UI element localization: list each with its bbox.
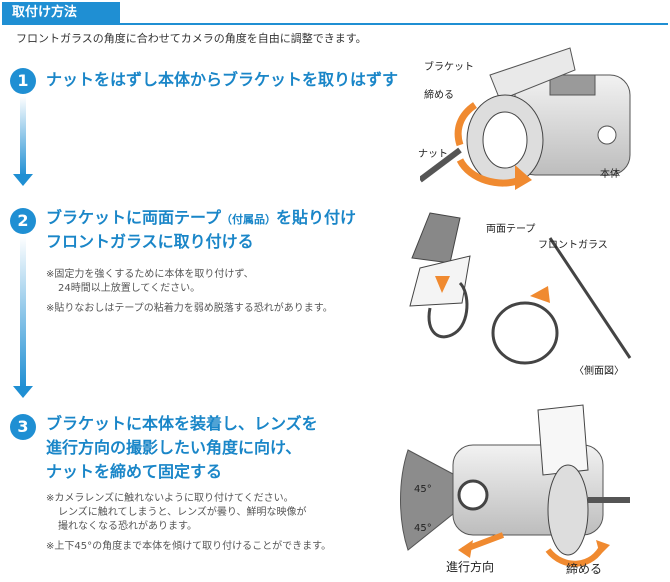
direction-arrowhead <box>458 540 473 558</box>
step-2-title-b: を貼り付け <box>276 208 357 227</box>
intro-text: フロントガラスの角度に合わせてカメラの角度を自由に調整できます。 <box>16 32 367 45</box>
label-tighten-3: 締める <box>566 562 603 576</box>
step-1-title: ナットをはずし本体からブラケットを取りはずす <box>46 70 399 89</box>
bracket-plate-3 <box>537 404 589 476</box>
step-arrow-2 <box>20 236 26 388</box>
camera-lens <box>457 479 489 511</box>
step-2-title-small: （付属品） <box>221 213 277 226</box>
step-3-note-3: 撮れなくなる恐れがあります。 <box>58 521 197 532</box>
figure-3-illustration <box>400 404 630 567</box>
step-arrow-1 <box>20 96 26 176</box>
label-nut: ナット <box>418 149 448 160</box>
label-windshield: フロントガラス <box>538 240 608 251</box>
step-2-number: 2 <box>10 208 36 234</box>
step-2-note-3: ※貼りなおしはテープの粘着力を弱め脱落する恐れがあります。 <box>46 303 333 314</box>
step-3-title-line2: 進行方向の撮影したい角度に向け、 <box>46 438 302 457</box>
step-3-note-4: ※上下45°の角度まで本体を傾けて取り付けることができます。 <box>46 541 332 552</box>
step-arrowhead-2 <box>13 386 33 398</box>
step-2-title-line2: フロントガラスに取り付ける <box>46 232 254 251</box>
nut-hole <box>482 111 528 169</box>
bracket-ring <box>427 281 469 339</box>
rotate-arrowhead <box>515 165 532 190</box>
angle-wedge <box>400 449 484 551</box>
step-3-title-line1: ブラケットに本体を装着し、レンズを <box>46 414 318 433</box>
header-rule <box>2 23 668 25</box>
label-body: 本体 <box>600 169 620 180</box>
step-3-title-line3: ナットを締めて固定する <box>46 462 223 481</box>
step-2-note-2: 24時間以上放置してください。 <box>58 283 201 294</box>
step-2-note-1: ※固定力を強くするために本体を取り付けず、 <box>46 269 254 280</box>
bracket-ring-side <box>491 301 559 365</box>
cable-shape <box>420 147 462 183</box>
attach-arrow-1 <box>435 276 450 293</box>
tape-shape <box>411 212 461 264</box>
step-1-number: 1 <box>10 68 36 94</box>
figure-1-illustration <box>420 47 631 190</box>
rotate-arrow-left <box>454 102 478 147</box>
step-2-title-line1: ブラケットに両面テープ（付属品）を貼り付け <box>46 206 356 232</box>
camera-vent <box>549 74 596 96</box>
windshield-line <box>548 237 632 359</box>
rotate-arrow-bottom <box>456 158 522 187</box>
step-2-title-a: ブラケットに両面テープ <box>46 208 222 227</box>
step-3-number: 3 <box>10 414 36 440</box>
label-tighten-1: 締める <box>424 90 454 101</box>
label-direction: 進行方向 <box>446 560 495 574</box>
label-angle-bottom: 45° <box>414 523 432 534</box>
bracket-shape <box>489 47 576 101</box>
label-bracket: ブラケット <box>424 62 474 73</box>
step-arrowhead-1 <box>13 174 33 186</box>
nut-ring-3 <box>547 464 589 556</box>
step-3-note-1: ※カメラレンズに触れないように取り付けてください。 <box>46 493 294 504</box>
camera-button <box>597 125 617 145</box>
label-tape: 両面テープ <box>486 224 536 235</box>
tighten-arrowhead <box>596 540 610 555</box>
attach-arrow-2 <box>530 286 550 303</box>
label-angle-top: 45° <box>414 484 432 495</box>
label-side-view: 〈側面図〉 <box>574 366 624 377</box>
step-3-note-2: レンズに触れてしまうと、レンズが曇り、鮮明な映像が <box>58 507 307 518</box>
figure-2-illustration <box>409 212 632 365</box>
section-title: 取付け方法 <box>2 2 120 24</box>
